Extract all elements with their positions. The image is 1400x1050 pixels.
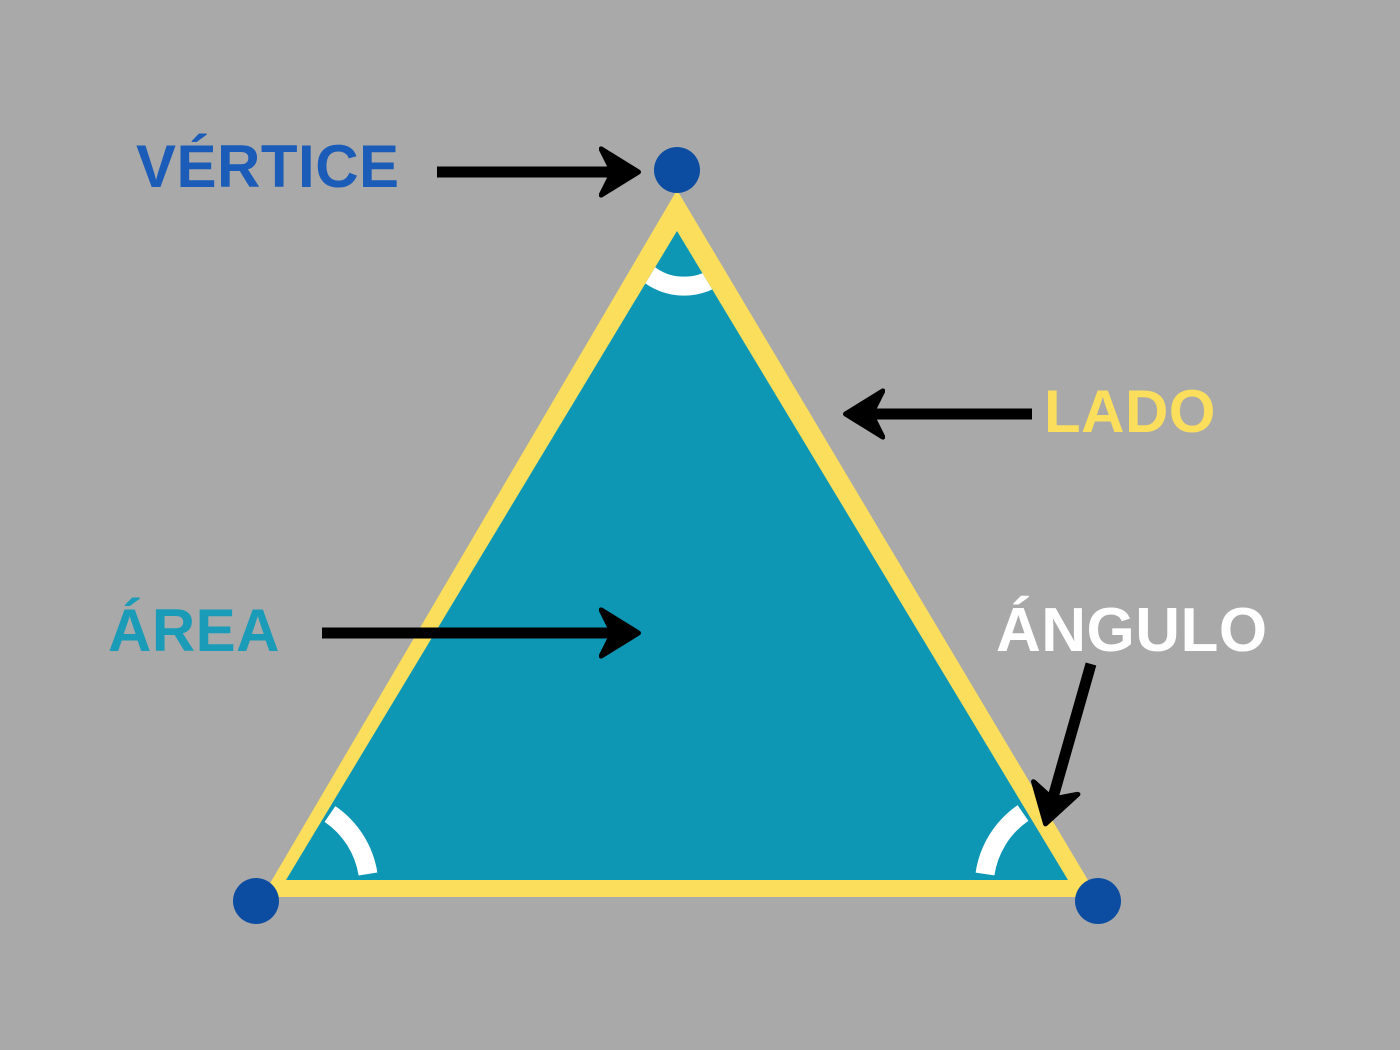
- triangle-shape: [262, 190, 1098, 897]
- vertex-dot-apex: [654, 147, 700, 193]
- vertex-dots: [233, 147, 1121, 924]
- arrow-angulo: [1050, 662, 1097, 808]
- angle-arc-bottom-left: [324, 806, 378, 876]
- label-lado: LADO: [1044, 378, 1216, 445]
- angle-arc-bottom-right: [975, 805, 1029, 876]
- vertex-dot-bottom-left: [233, 878, 279, 924]
- triangle-area-fill: [286, 231, 1068, 880]
- label-angulo: ÁNGULO: [996, 596, 1268, 665]
- label-vertice: VÉRTICE: [136, 133, 400, 200]
- label-area: ÁREA: [108, 597, 281, 664]
- vertex-dot-bottom-right: [1075, 878, 1121, 924]
- pointer-arrows: [322, 172, 1097, 808]
